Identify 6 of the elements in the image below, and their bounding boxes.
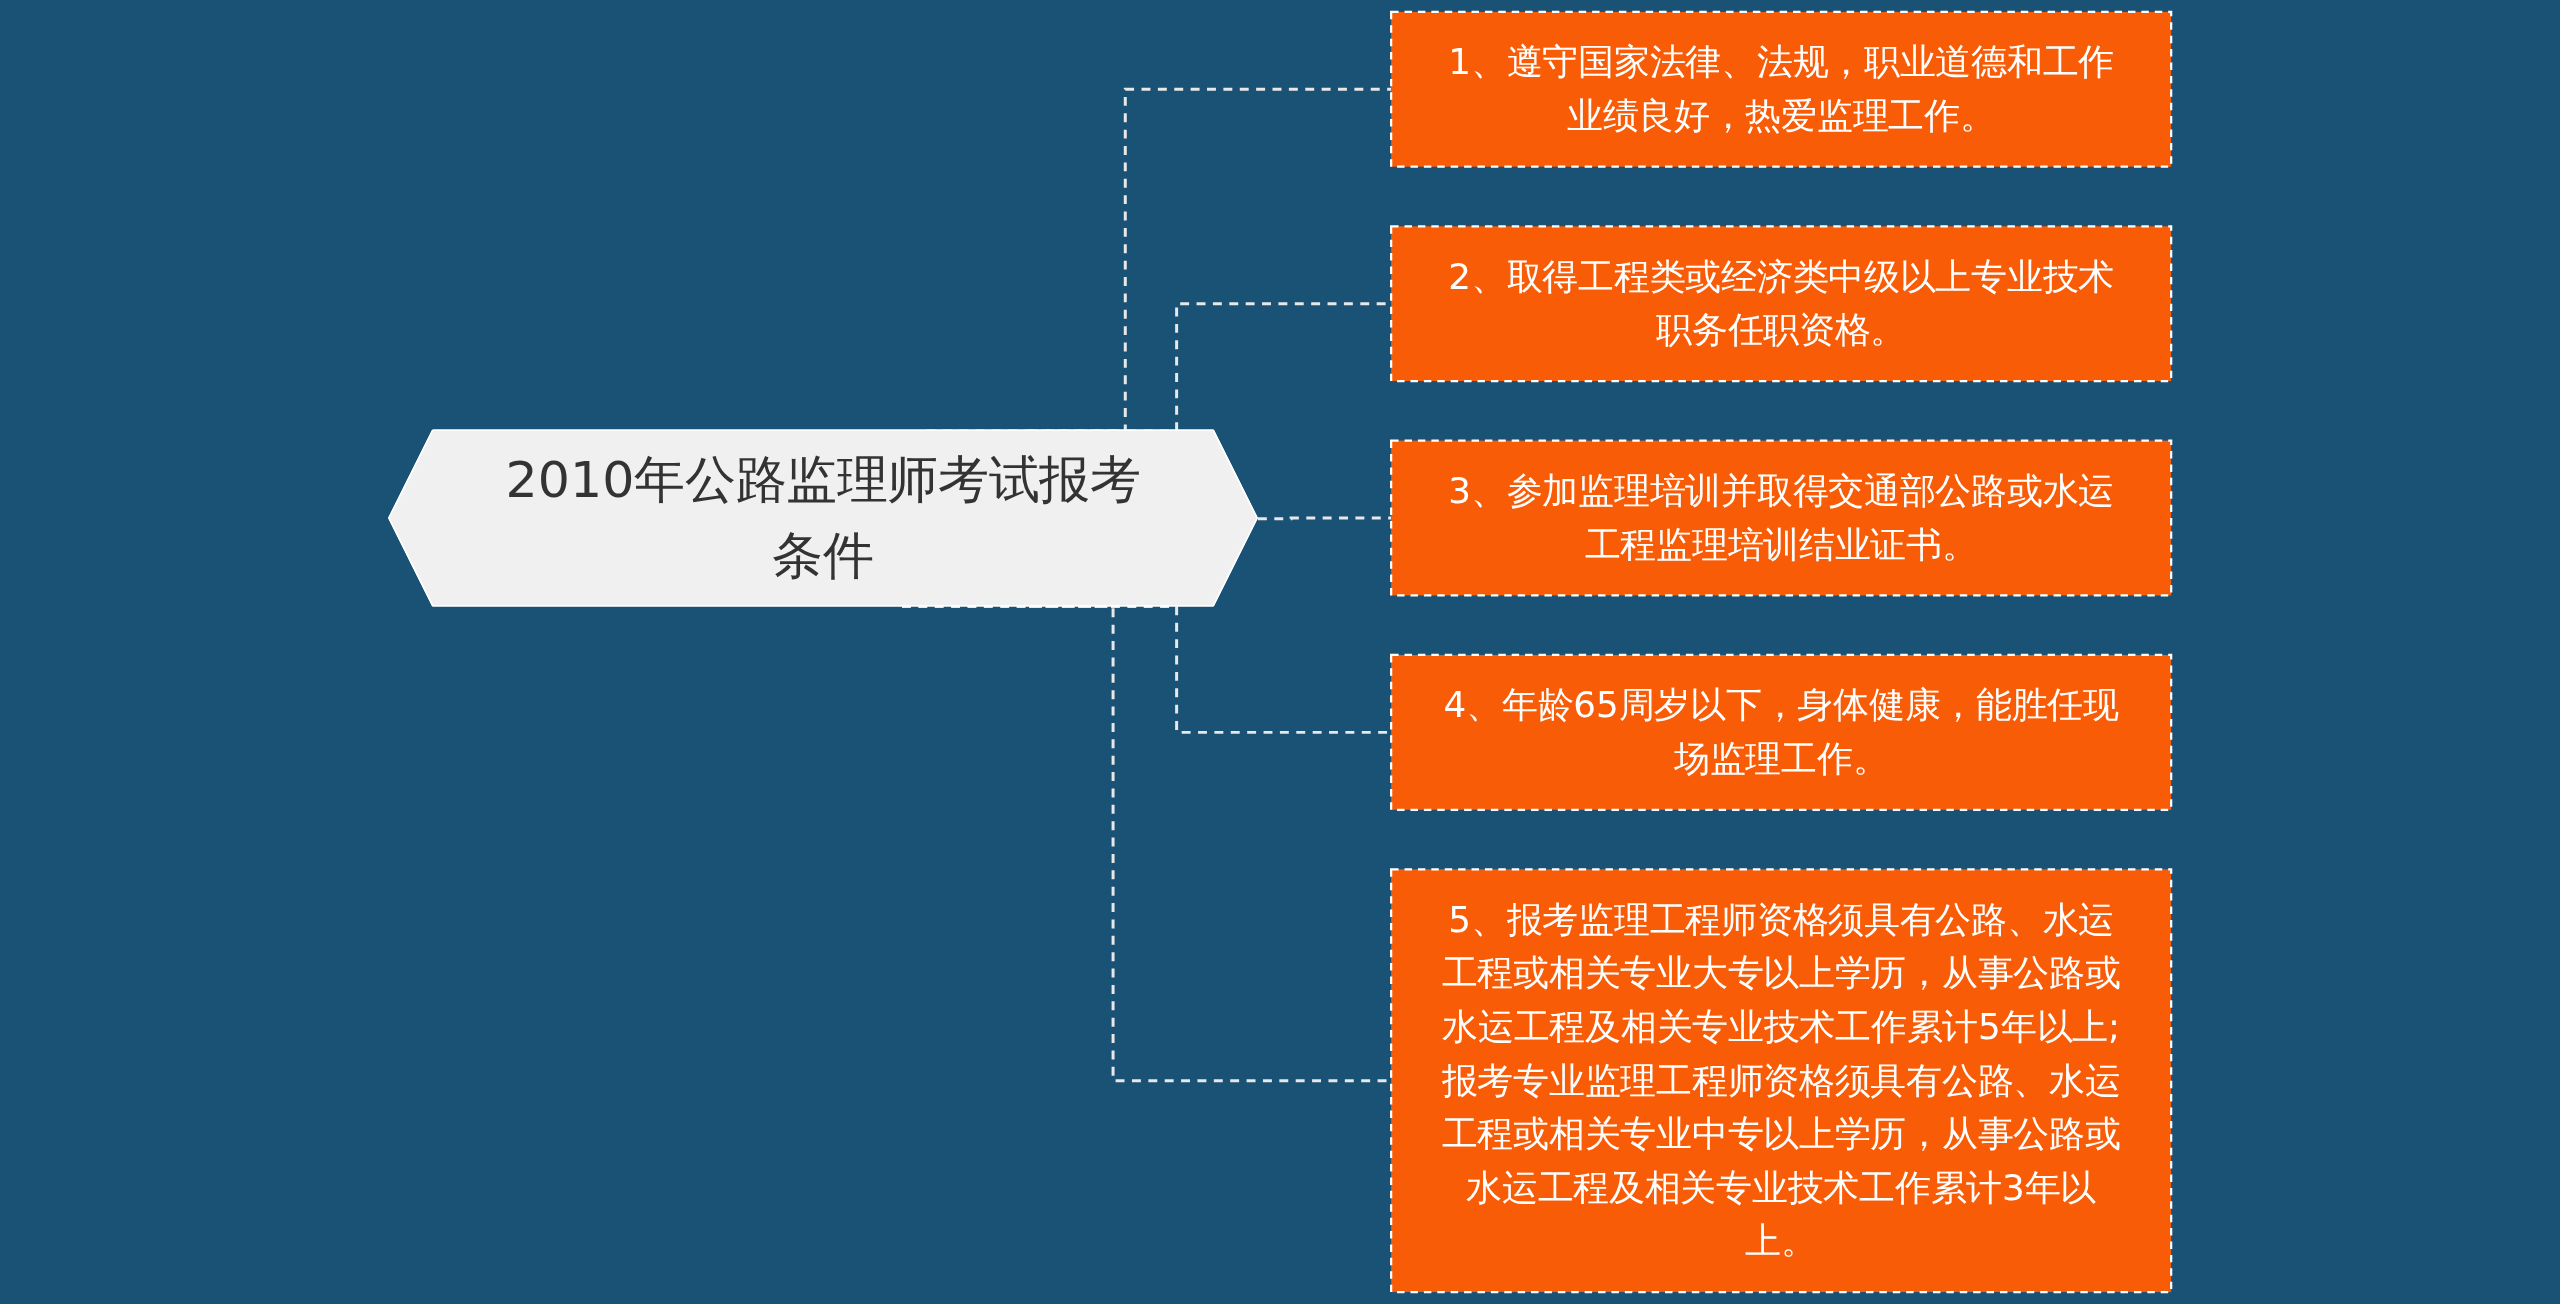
node-box: 5、报考监理工程师资格须具有公路、水运工程或相关专业大专以上学历，从事公路或水运工程及相关专业技术工作累计5年以上;报考专业监理工程师资格须具有公路、水运工程或相关专业中专以上学历，从事公路或水运工程及相关专业技术工作累计3年以上。 [1390, 868, 2173, 1294]
node-box: 1、遵守国家法律、法规，职业道德和工作业绩良好，热爱监理工作。 [1390, 10, 2173, 168]
node-box: 3、参加监理培训并取得交通部公路或水运工程监理培训结业证书。 [1390, 439, 2173, 597]
node-box: 4、年龄65周岁以下，身体健康，能胜任现场监理工作。 [1390, 653, 2173, 811]
node-box: 2、取得工程类或经济类中级以上专业技术职务任职资格。 [1390, 225, 2173, 383]
connector [1257, 516, 1392, 521]
